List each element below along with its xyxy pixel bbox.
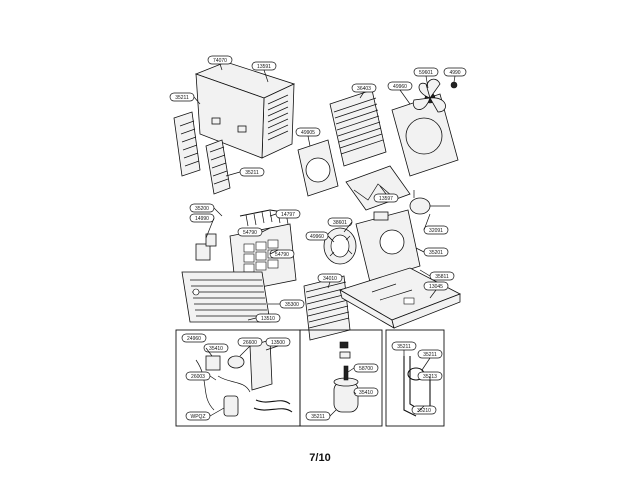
svg-text:34010: 34010 [323,276,337,282]
svg-text:35200: 35200 [195,206,209,212]
svg-text:35410: 35410 [359,390,373,396]
svg-text:13500: 13500 [271,340,285,346]
callout-c21: 34010 [317,273,343,283]
callout-c27: 26600 [237,337,263,347]
svg-text:WPQZ: WPQZ [191,414,206,420]
condenser-fan-assembly [297,78,459,215]
page-number: 7/10 [309,452,331,464]
callout-c33: 35211 [305,411,331,421]
svg-text:14797: 14797 [281,212,295,218]
callout-c15: 54790 [269,249,295,259]
svg-text:14990: 14990 [195,216,209,222]
callout-c16: 35201 [423,247,449,257]
callout-c30: WPQZ [185,411,211,421]
compressor-parts-box [299,329,383,427]
callout-c4: 35211 [239,167,265,177]
svg-text:38601: 38601 [333,220,347,226]
svg-text:13597: 13597 [379,196,393,202]
svg-text:59601: 59601 [419,70,433,76]
svg-text:35211: 35211 [397,344,411,350]
callout-c23: 35300 [279,299,305,309]
svg-text:49960: 49960 [310,234,324,240]
callout-c7: 59601 [413,67,439,77]
callout-c3: 35211 [169,92,195,102]
callout-c37: 35210 [411,405,437,415]
callout-c31: 58700 [353,363,379,373]
svg-text:35211: 35211 [245,170,259,176]
svg-text:24960: 24960 [187,336,201,342]
callout-c12: 14990 [189,213,215,223]
svg-text:35211: 35211 [175,95,189,101]
svg-text:49960: 49960 [393,84,407,90]
fan-icon [412,78,446,113]
callout-c13: 14797 [275,209,301,219]
evaporator-base-assembly [303,209,461,341]
callout-c35: 35211 [417,349,443,359]
svg-text:35300: 35300 [285,302,299,308]
callout-c25: 24960 [181,333,207,343]
callout-c29: 26003 [185,371,211,381]
callout-c26: 35410 [203,343,229,353]
callout-c19: 35811 [429,271,455,281]
svg-text:26003: 26003 [191,374,205,380]
svg-text:35211: 35211 [423,352,437,358]
svg-text:13045: 13045 [429,284,443,290]
callout-c18: 32091 [423,225,449,235]
callout-c10: 13597 [373,193,399,203]
svg-text:32091: 32091 [429,228,443,234]
callout-c6: 49960 [387,81,413,91]
callout-c22: 13045 [423,281,449,291]
callout-c32: 35410 [353,387,379,397]
svg-text:36403: 36403 [357,86,371,92]
callout-c11: 35200 [189,203,215,213]
front-grille-assembly [181,209,297,323]
callout-c17: 38601 [327,217,353,227]
callout-c34: 35211 [391,341,417,351]
leader-lines [193,63,456,417]
svg-text:49905: 49905 [301,130,315,136]
svg-text:13510: 13510 [261,316,275,322]
svg-text:35410: 35410 [209,346,223,352]
callout-c2: 13591 [251,61,277,71]
callout-c14: 54790 [237,227,263,237]
callout-c20: 49960 [305,231,329,241]
svg-text:26600: 26600 [243,340,257,346]
callout-c9: 49905 [295,127,321,137]
svg-text:35811: 35811 [435,274,449,280]
svg-text:35201: 35201 [429,250,443,256]
svg-text:4990: 4990 [449,70,460,76]
cabinet-assembly [173,61,296,195]
svg-text:35211: 35211 [311,414,325,420]
electrical-parts-box [175,329,301,427]
callout-c8: 4990 [443,67,467,77]
callout-c28: 13500 [265,337,291,347]
callout-c5: 36403 [351,83,377,93]
svg-text:54790: 54790 [243,230,257,236]
callout-c24: 13510 [255,313,281,323]
svg-text:13591: 13591 [257,64,271,70]
svg-text:54790: 54790 [275,252,289,258]
svg-text:74070: 74070 [213,58,227,64]
svg-text:58700: 58700 [359,366,373,372]
callout-c1: 74070 [207,55,233,65]
svg-text:35210: 35210 [417,408,431,414]
